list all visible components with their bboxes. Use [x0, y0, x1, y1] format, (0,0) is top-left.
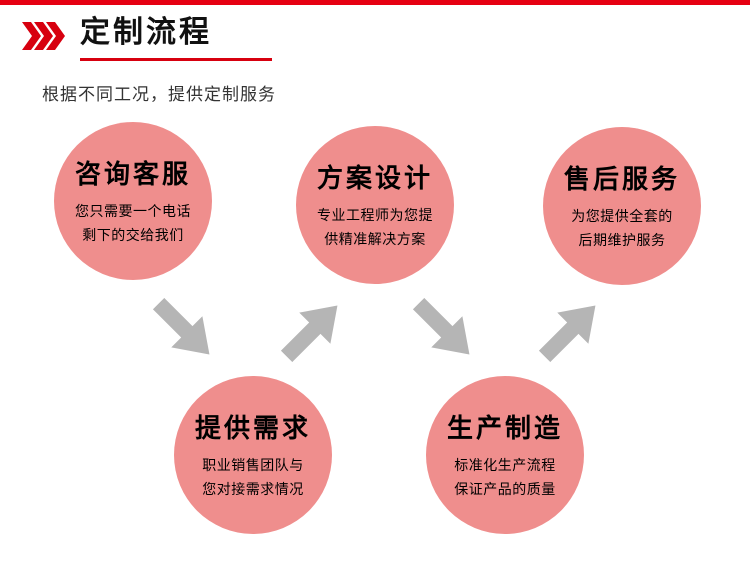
- step-circle-production: 生产制造 标准化生产流程 保证产品的质量: [426, 376, 584, 534]
- step-title: 生产制造: [446, 414, 563, 444]
- triple-chevron-right-icon: [22, 22, 68, 55]
- flow-arrow-up-right-icon: [528, 289, 613, 374]
- top-accent-bar: [0, 0, 750, 5]
- step-description: 为您提供全套的 后期维护服务: [571, 206, 673, 252]
- title-wrap: 定制流程: [80, 16, 272, 61]
- step-title: 提供需求: [194, 414, 311, 444]
- page-title: 定制流程: [80, 16, 212, 49]
- step-desc-line: 职业销售团队与: [202, 459, 304, 475]
- step-desc-line: 剩下的交给我们: [82, 228, 184, 244]
- step-description: 您只需要一个电话 剩下的交给我们: [75, 201, 191, 247]
- step-description: 职业销售团队与 您对接需求情况: [202, 455, 304, 501]
- step-desc-line: 后期维护服务: [578, 233, 666, 249]
- step-desc-line: 标准化生产流程: [454, 459, 556, 475]
- step-desc-line: 您对接需求情况: [202, 482, 304, 498]
- step-desc-line: 供精准解决方案: [324, 232, 426, 248]
- flow-arrow-down-right-icon: [402, 287, 487, 372]
- step-desc-line: 您只需要一个电话: [75, 205, 191, 221]
- step-desc-line: 专业工程师为您提: [317, 209, 433, 225]
- step-circle-design: 方案设计 专业工程师为您提 供精准解决方案: [296, 126, 454, 284]
- step-title: 方案设计: [316, 164, 433, 194]
- step-circle-aftersales: 售后服务 为您提供全套的 后期维护服务: [543, 127, 701, 285]
- title-underline: [80, 57, 272, 61]
- step-circle-consulting: 咨询客服 您只需要一个电话 剩下的交给我们: [54, 122, 212, 280]
- step-title: 咨询客服: [74, 160, 191, 190]
- intro-text: 根据不同工况，提供定制服务: [42, 85, 276, 104]
- step-circle-requirements: 提供需求 职业销售团队与 您对接需求情况: [174, 376, 332, 534]
- step-description: 标准化生产流程 保证产品的质量: [454, 455, 556, 501]
- step-description: 专业工程师为您提 供精准解决方案: [317, 205, 433, 251]
- step-desc-line: 保证产品的质量: [454, 482, 556, 498]
- step-title: 售后服务: [563, 165, 680, 195]
- step-desc-line: 为您提供全套的: [571, 210, 673, 226]
- flow-arrow-down-right-icon: [142, 287, 227, 372]
- section-header: 定制流程: [22, 16, 272, 61]
- flow-arrow-up-right-icon: [270, 289, 355, 374]
